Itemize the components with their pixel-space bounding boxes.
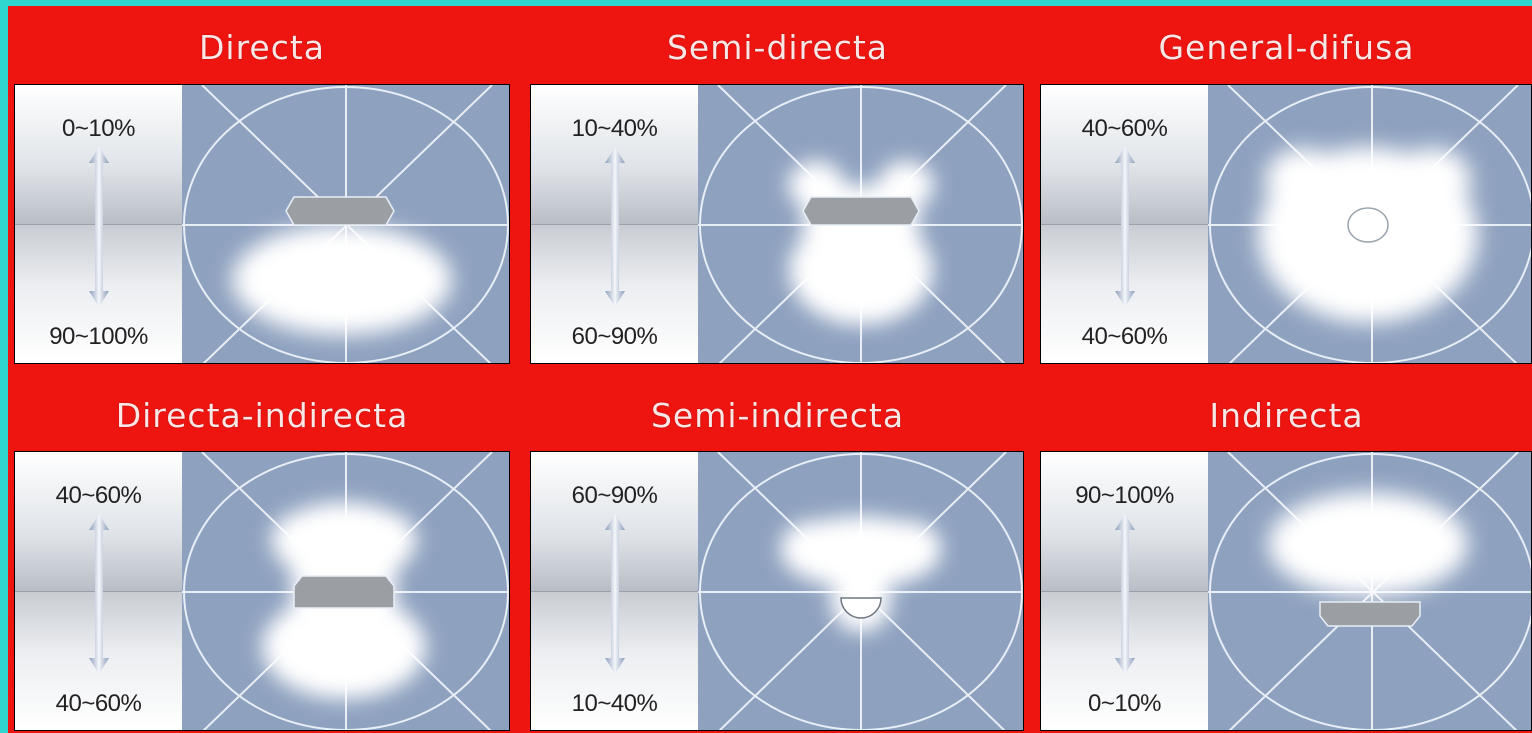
lower-percentage: 90~100% [15,323,182,351]
panel-title-directa: Directa [16,18,508,78]
distribution-scale: 40~60% 40~60% [15,452,182,730]
panel-title-indirecta: Indirecta [1041,386,1532,446]
distribution-scale: 90~100% 0~10% [1041,452,1208,730]
panel-title-semi-indirecta: Semi-indirecta [531,386,1024,446]
luminaire-icon [286,197,394,225]
panel-title-general-difusa: General-difusa [1041,18,1532,78]
lower-percentage: 60~90% [531,323,698,351]
polar-grid [1208,452,1532,731]
upper-percentage: 40~60% [15,482,182,510]
double-arrow-icon [87,147,111,307]
upper-percentage: 90~100% [1041,482,1208,510]
luminaire-icon [294,576,394,608]
double-arrow-icon [1113,147,1137,307]
luminaire-icon [803,197,919,225]
distribution-scale: 40~60% 40~60% [1041,85,1208,363]
luminaire-icon [1320,602,1420,626]
luminaire-icon [1348,208,1388,242]
polar-grid [1208,85,1532,364]
light-distribution [232,225,452,335]
panel-title-semi-directa: Semi-directa [531,18,1024,78]
upper-percentage: 0~10% [15,115,182,143]
polar-grid [182,452,510,731]
panel-semi-directa: 10~40% 60~90% [530,84,1024,364]
panel-indirecta: 90~100% 0~10% [1040,451,1532,731]
diagram-frame: Directa Semi-directa General-difusa Dire… [8,6,1532,733]
lower-percentage: 40~60% [15,690,182,718]
polar-grid [698,85,1024,364]
double-arrow-icon [87,514,111,674]
light-distribution [1268,492,1468,596]
upper-percentage: 40~60% [1041,115,1208,143]
distribution-scale: 10~40% 60~90% [531,85,698,363]
panel-title-directa-indirecta: Directa-indirecta [16,386,508,446]
double-arrow-icon [603,147,627,307]
lower-percentage: 10~40% [531,690,698,718]
panel-directa-indirecta: 40~60% 40~60% [14,451,510,731]
panel-semi-indirecta: 60~90% 10~40% [530,451,1024,731]
upper-percentage: 60~90% [531,482,698,510]
light-distribution [788,161,934,325]
upper-percentage: 10~40% [531,115,698,143]
lower-percentage: 40~60% [1041,323,1208,351]
double-arrow-icon [1113,514,1137,674]
panel-general-difusa: 40~60% 40~60% [1040,84,1532,364]
panel-directa: 0~10% 90~100% [14,84,510,364]
polar-grid [698,452,1024,731]
lower-percentage: 0~10% [1041,690,1208,718]
distribution-scale: 60~90% 10~40% [531,452,698,730]
polar-grid [182,85,510,364]
double-arrow-icon [603,514,627,674]
distribution-scale: 0~10% 90~100% [15,85,182,363]
